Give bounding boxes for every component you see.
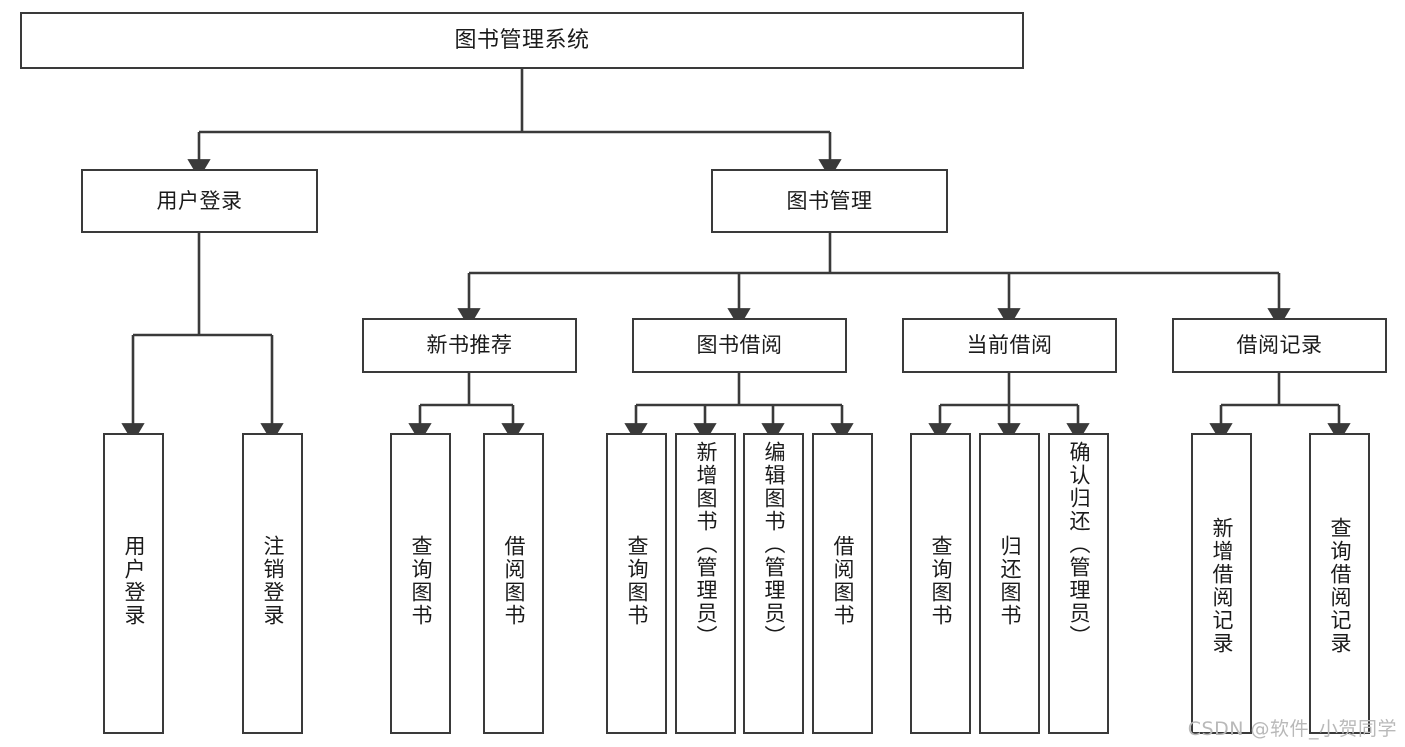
leaf-borrow-record-2-label: 查询借阅记录	[1328, 517, 1352, 655]
leaf-current-borrow-2[interactable]: 归还图书	[979, 433, 1040, 734]
leaf-book-borrow-3-label: 编辑图书（管理员）	[762, 441, 786, 648]
leaf-borrow-record-1[interactable]: 新增借阅记录	[1191, 433, 1252, 734]
leaf-borrow-record-2[interactable]: 查询借阅记录	[1309, 433, 1370, 734]
leaf-new-book-1[interactable]: 查询图书	[390, 433, 451, 734]
node-book-management[interactable]: 图书管理	[711, 169, 948, 233]
leaf-book-borrow-4-label: 借阅图书	[831, 535, 855, 627]
leaf-user-login-1[interactable]: 用户登录	[103, 433, 164, 734]
node-book-management-label: 图书管理	[786, 188, 873, 213]
leaf-current-borrow-2-label: 归还图书	[998, 535, 1022, 627]
leaf-book-borrow-1[interactable]: 查询图书	[606, 433, 667, 734]
node-borrow-record[interactable]: 借阅记录	[1172, 318, 1387, 373]
node-new-book-recommend[interactable]: 新书推荐	[362, 318, 577, 373]
leaf-book-borrow-2-label: 新增图书（管理员）	[694, 441, 718, 648]
leaf-current-borrow-1-label: 查询图书	[929, 535, 953, 627]
leaf-book-borrow-4[interactable]: 借阅图书	[812, 433, 873, 734]
leaf-new-book-2-label: 借阅图书	[502, 535, 526, 627]
leaf-book-borrow-1-label: 查询图书	[625, 535, 649, 627]
node-current-borrow[interactable]: 当前借阅	[902, 318, 1117, 373]
leaf-current-borrow-3[interactable]: 确认归还（管理员）	[1048, 433, 1109, 734]
leaf-current-borrow-3-label: 确认归还（管理员）	[1067, 441, 1091, 648]
leaf-user-login-2[interactable]: 注销登录	[242, 433, 303, 734]
node-user-login-label: 用户登录	[156, 188, 243, 213]
node-current-borrow-label: 当前借阅	[966, 333, 1053, 358]
node-new-book-recommend-label: 新书推荐	[426, 333, 513, 358]
node-borrow-record-label: 借阅记录	[1236, 333, 1323, 358]
leaf-book-borrow-3[interactable]: 编辑图书（管理员）	[743, 433, 804, 734]
watermark: CSDN @软件_小贺同学	[1187, 718, 1397, 740]
node-book-borrow[interactable]: 图书借阅	[632, 318, 847, 373]
leaf-user-login-1-label: 用户登录	[122, 535, 146, 627]
leaf-new-book-2[interactable]: 借阅图书	[483, 433, 544, 734]
node-root[interactable]: 图书管理系统	[20, 12, 1024, 69]
leaf-user-login-2-label: 注销登录	[261, 535, 285, 627]
leaf-book-borrow-2[interactable]: 新增图书（管理员）	[675, 433, 736, 734]
node-root-label: 图书管理系统	[454, 27, 590, 53]
leaf-current-borrow-1[interactable]: 查询图书	[910, 433, 971, 734]
node-user-login[interactable]: 用户登录	[81, 169, 318, 233]
leaf-borrow-record-1-label: 新增借阅记录	[1210, 517, 1234, 655]
leaf-new-book-1-label: 查询图书	[409, 535, 433, 627]
node-book-borrow-label: 图书借阅	[696, 333, 783, 358]
